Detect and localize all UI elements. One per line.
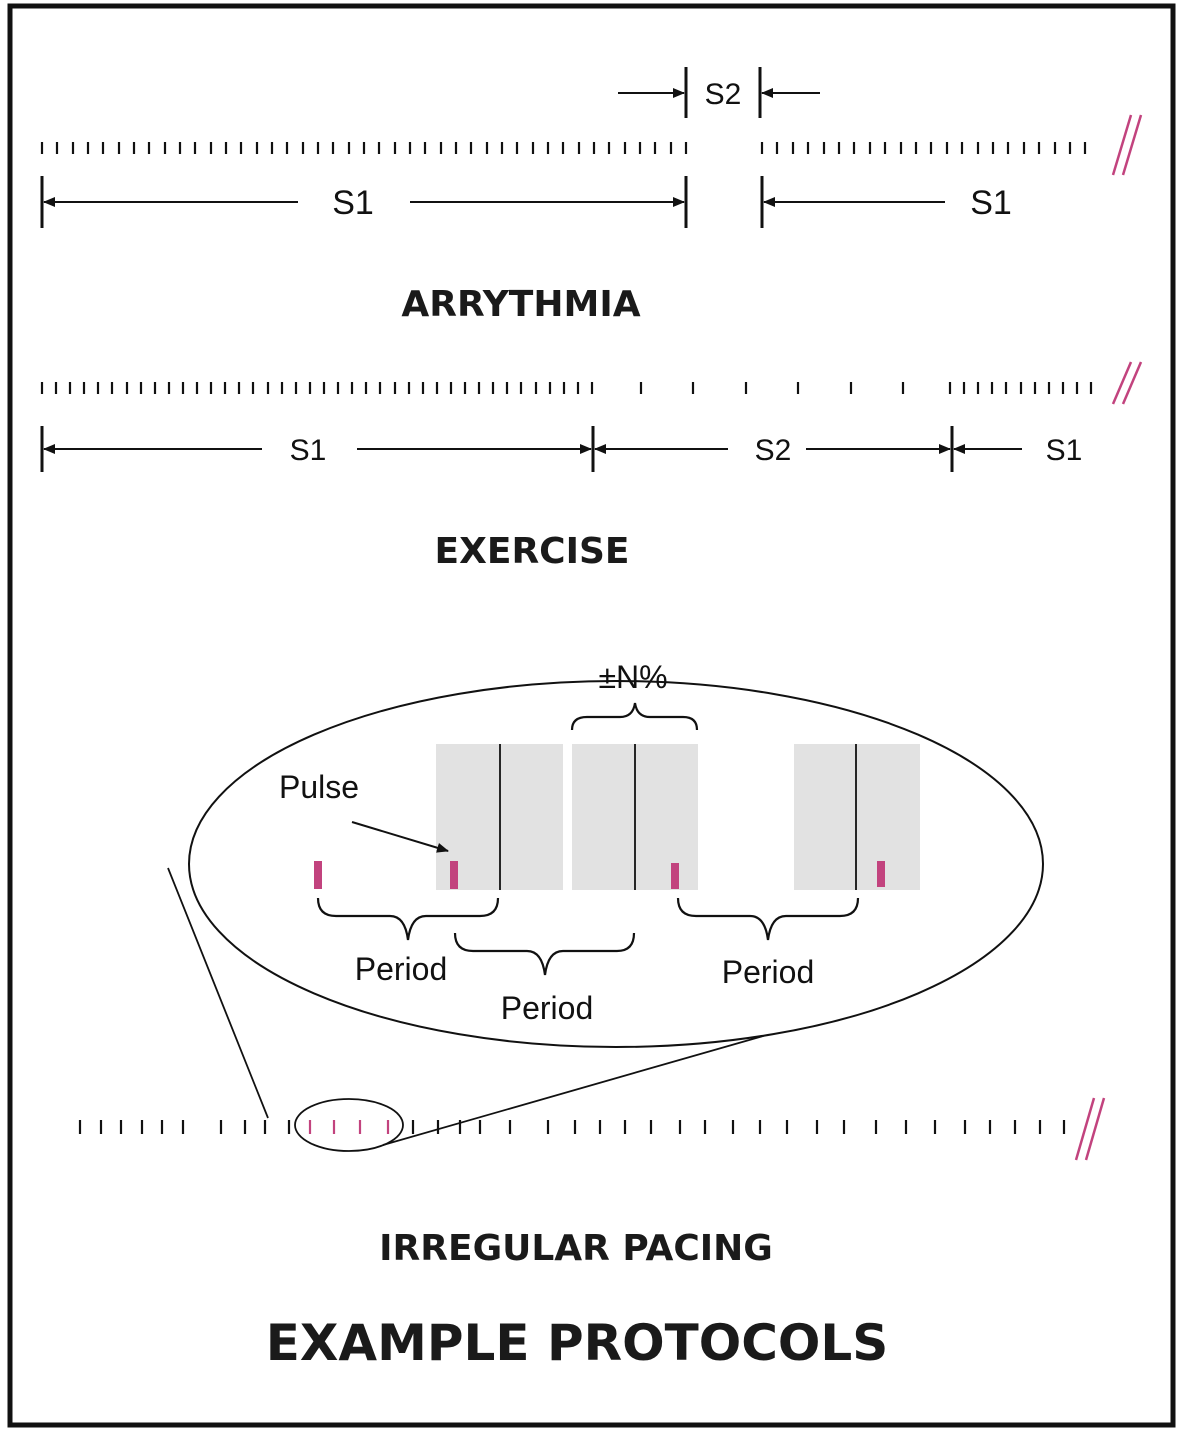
arrhythmia-pulse-train-right [760, 142, 1087, 154]
variation-brace [570, 702, 699, 731]
arrhythmia-pulse-train-left [40, 142, 688, 154]
period-brace-2 [453, 932, 636, 976]
exercise-break-mark [1111, 361, 1143, 405]
exercise-pulse-train-slow [639, 382, 905, 394]
arrhythmia-break-mark [1111, 114, 1143, 176]
exercise-s2-label: S2 [755, 434, 792, 467]
exercise-pulse-train-return [948, 382, 1093, 394]
exercise-s1-left-label: S1 [290, 434, 327, 467]
arrhythmia-s1-right-dimension [760, 176, 945, 228]
arrhythmia-title: ARRYTHMIA [401, 284, 640, 325]
irregular-pulse-train [78, 1120, 1066, 1134]
arrhythmia-s1-right-label: S1 [970, 184, 1012, 222]
period-label-3: Period [722, 954, 815, 990]
irregular-pacing-title: IRREGULAR PACING [379, 1228, 773, 1269]
zoom-connector-lines [167, 867, 813, 1146]
irregular-break-mark [1074, 1097, 1106, 1161]
zoom-source-ellipse [294, 1098, 404, 1152]
arrhythmia-s2-label: S2 [705, 78, 742, 111]
exercise-pulse-train-fast [40, 382, 594, 394]
arrhythmia-s1-left-dimension [40, 176, 688, 228]
variation-label: ±N% [598, 659, 667, 695]
exercise-s1-right-label: S1 [1046, 434, 1083, 467]
pulse-markers [314, 861, 885, 889]
period-label-2: Period [501, 990, 594, 1026]
arrhythmia-s2-dimension [618, 67, 820, 118]
period-brace-1 [316, 897, 500, 941]
period-brace-3 [676, 897, 860, 941]
pulse-marker [877, 861, 885, 887]
pulse-label: Pulse [279, 769, 359, 805]
figure-title: EXAMPLE PROTOCOLS [266, 1314, 889, 1372]
pulse-marker [314, 861, 322, 889]
period-label-1: Period [355, 951, 448, 987]
variation-window-3 [794, 744, 920, 890]
exercise-title: EXERCISE [435, 531, 630, 572]
pulse-pointer-arrow [351, 821, 449, 853]
pulse-marker [450, 861, 458, 889]
pulse-marker [671, 863, 679, 889]
arrhythmia-s1-left-label: S1 [332, 184, 374, 222]
exercise-dimensions [40, 426, 1022, 472]
figure-frame [7, 3, 1176, 1428]
